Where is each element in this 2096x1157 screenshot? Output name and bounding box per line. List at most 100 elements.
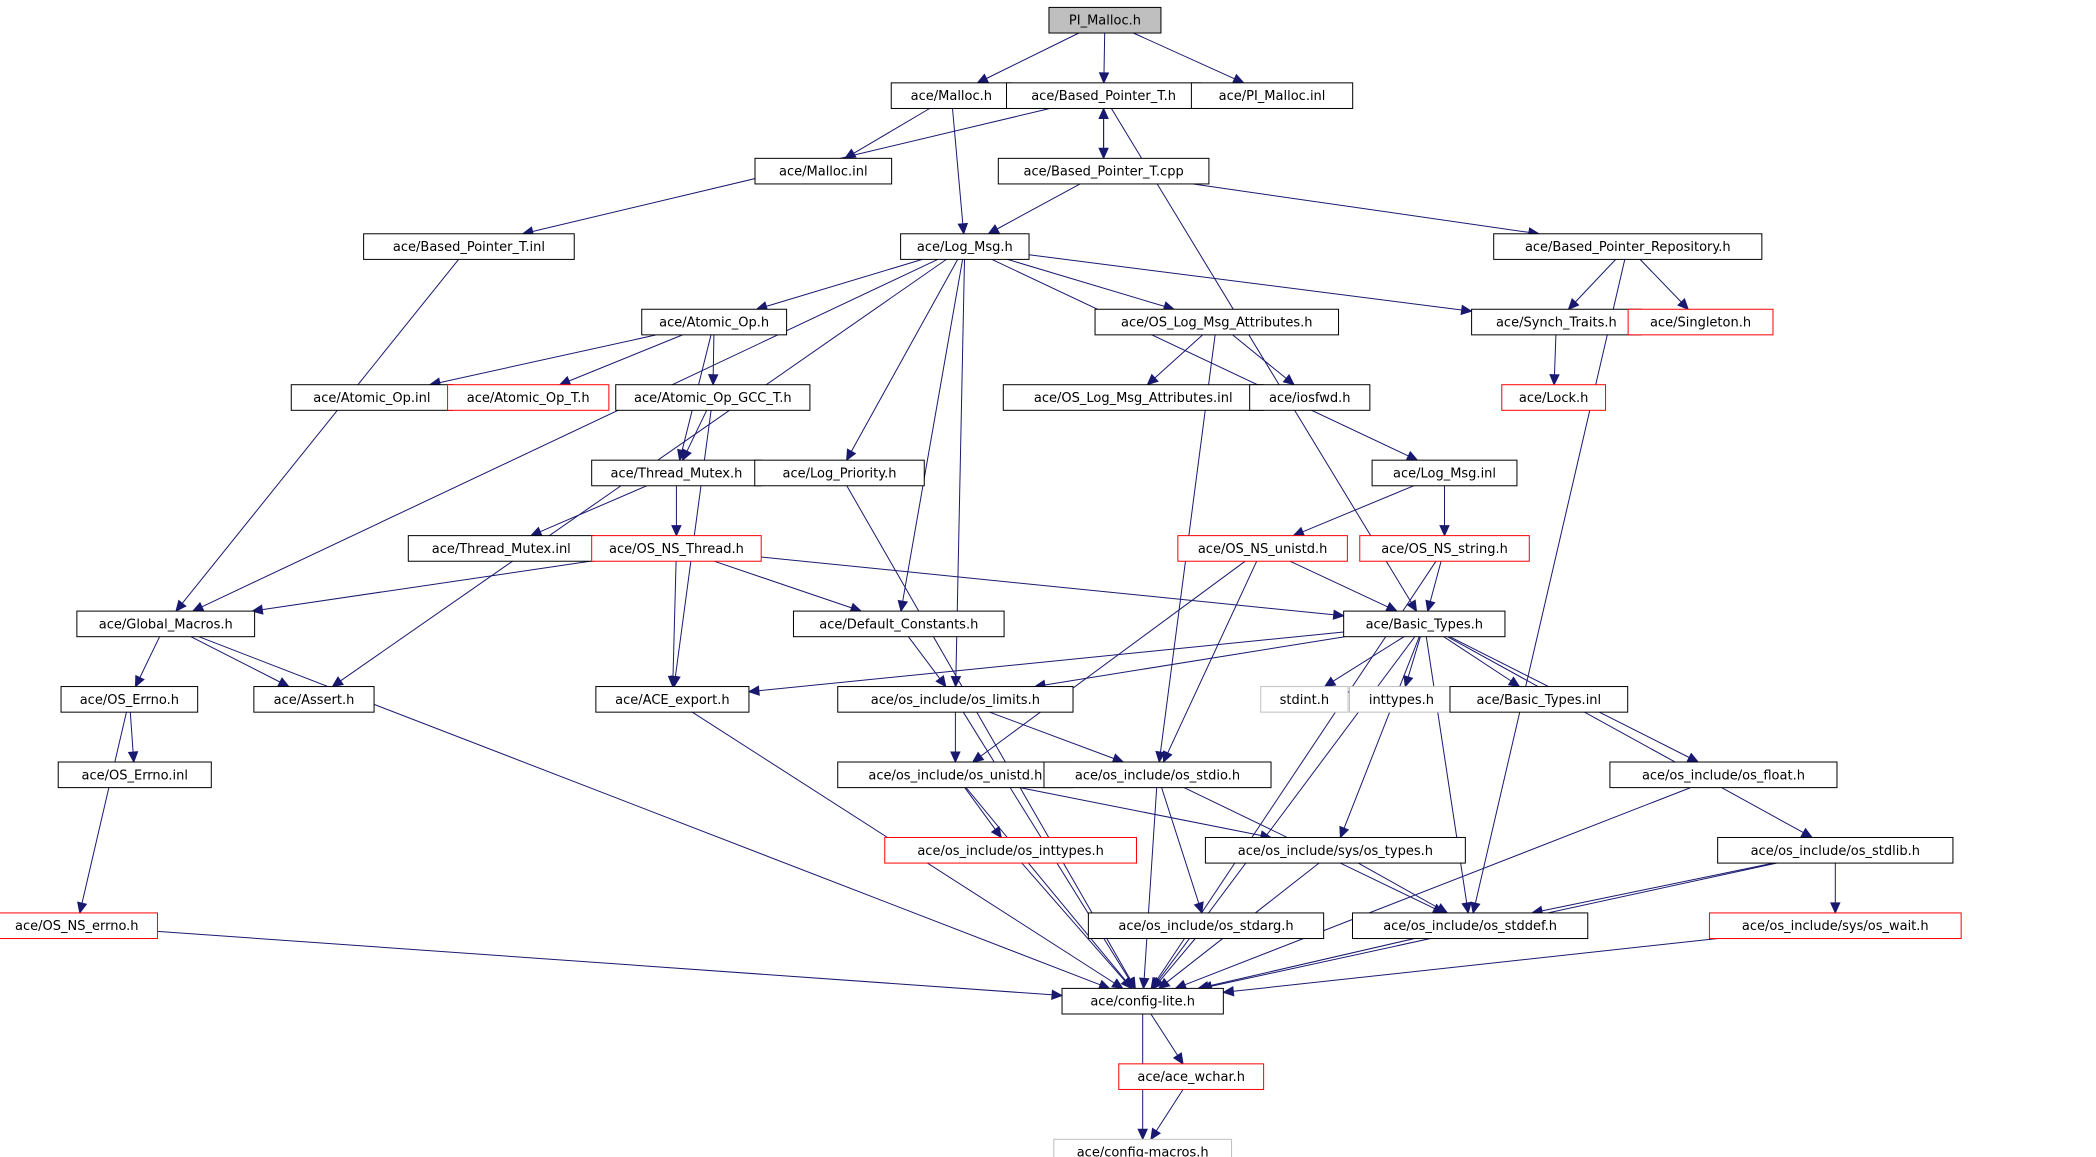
node-ace-log-msg-h[interactable]: ace/Log_Msg.h <box>900 233 1030 260</box>
node-inttypes-h[interactable]: inttypes.h <box>1349 686 1454 713</box>
node-ace-synch-traits-h[interactable]: ace/Synch_Traits.h <box>1471 308 1642 336</box>
node-box <box>407 535 595 562</box>
node-ace-assert-h[interactable]: ace/Assert.h <box>253 686 375 713</box>
edge-osstdlib-to-osstddef <box>1530 862 1774 916</box>
node-ace-config-macros-h[interactable]: ace/config-macros.h <box>1053 1138 1233 1157</box>
node-ace-basic-types-h[interactable]: ace/Basic_Types.h <box>1343 610 1506 638</box>
node-ace-default-constants-h[interactable]: ace/Default_Constants.h <box>792 610 1005 638</box>
edge-line <box>952 108 964 224</box>
node-label: ace/Based_Pointer_T.inl <box>393 240 545 255</box>
node-ace-os-include-os-stddef-h[interactable]: ace/os_include/os_stddef.h <box>1351 912 1589 940</box>
edge-line <box>996 183 1081 230</box>
arrowhead <box>935 675 947 688</box>
node-label: ace/OS_NS_string.h <box>1381 542 1508 557</box>
node-label: ace/Default_Constants.h <box>819 617 978 632</box>
arrowhead <box>1152 976 1165 990</box>
node-label: ace/Thread_Mutex.inl <box>432 542 571 557</box>
edge-oslimits-to-osstdio <box>989 711 1125 764</box>
edge-osstdio-to-configlite <box>1138 787 1158 990</box>
node-ace-based-pointer-repository-h[interactable]: ace/Based_Pointer_Repository.h <box>1493 233 1763 260</box>
arrowhead <box>957 222 969 236</box>
node-ace-based-pointer-t-inl[interactable]: ace/Based_Pointer_T.inl <box>363 233 575 260</box>
edge-bpt_cpp-to-bpt_h <box>1098 107 1109 159</box>
node-box <box>1627 308 1774 336</box>
node-ace-os-errno-h[interactable]: ace/OS_Errno.h <box>60 686 199 713</box>
node-ace-os-include-os-stdio-h[interactable]: ace/os_include/os_stdio.h <box>1043 761 1272 789</box>
edge-line <box>1159 938 1196 982</box>
node-ace-malloc-inl[interactable]: ace/Malloc.inl <box>754 157 893 185</box>
arrowhead <box>1111 753 1125 764</box>
edge-line <box>989 711 1114 759</box>
edge-osunistd-to-systypes <box>1019 787 1273 841</box>
node-label: stdint.h <box>1280 693 1329 708</box>
node-ace-os-include-os-float-h[interactable]: ace/os_include/os_float.h <box>1609 761 1838 789</box>
node-ace-os-include-os-inttypes-h[interactable]: ace/os_include/os_inttypes.h <box>884 836 1137 864</box>
node-box <box>1190 82 1354 109</box>
edge-osinttypes-to-configlite <box>1021 862 1133 990</box>
node-ace-os-include-os-limits-h[interactable]: ace/os_include/os_limits.h <box>837 686 1074 713</box>
node-ace-atomic-op-h[interactable]: ace/Atomic_Op.h <box>641 308 788 336</box>
node-ace-os-include-os-stdarg-h[interactable]: ace/os_include/os_stdarg.h <box>1087 912 1325 940</box>
node-ace-os-ns-unistd-h[interactable]: ace/OS_NS_unistd.h <box>1177 535 1348 562</box>
edge-configlite-to-acewchar <box>1150 1013 1184 1065</box>
edge-bprepo-to-singleton <box>1639 259 1690 311</box>
node-ace-iosfwd-h[interactable]: ace/iosfwd.h <box>1249 384 1371 411</box>
edge-line <box>1541 862 1774 912</box>
node-ace-os-log-msg-attributes-inl[interactable]: ace/OS_Log_Msg_Attributes.inl <box>1002 384 1264 411</box>
edge-osnsthread-to-aceexport <box>667 561 679 688</box>
node-ace-config-lite-h[interactable]: ace/config-lite.h <box>1061 987 1224 1015</box>
node-ace-based-pointer-t-h[interactable]: ace/Based_Pointer_T.h <box>1006 82 1202 109</box>
edge-osstdio-to-osstdarg <box>1161 787 1204 915</box>
node-ace-log-priority-h[interactable]: ace/Log_Priority.h <box>754 459 925 487</box>
node-label: ace/OS_NS_unistd.h <box>1198 542 1328 557</box>
node-ace-ace-export-h[interactable]: ace/ACE_export.h <box>595 686 750 713</box>
node-ace-global-macros-h[interactable]: ace/Global_Macros.h <box>76 610 256 638</box>
node-ace-basic-types-inl[interactable]: ace/Basic_Types.inl <box>1449 686 1629 713</box>
node-label: ace/os_include/os_inttypes.h <box>917 844 1104 859</box>
arrowhead <box>1439 525 1450 537</box>
arrowhead <box>1098 72 1110 85</box>
edge-line <box>568 334 683 382</box>
edge-line <box>201 258 938 608</box>
node-ace-ace-wchar-h[interactable]: ace/ace_wchar.h <box>1118 1063 1265 1090</box>
node-ace-os-include-os-stdlib-h[interactable]: ace/os_include/os_stdlib.h <box>1717 836 1954 864</box>
node-label: ace/ACE_export.h <box>615 693 729 708</box>
node-label: ace/Lock.h <box>1519 391 1589 406</box>
node-ace-os-errno-inl[interactable]: ace/OS_Errno.inl <box>57 761 212 789</box>
node-ace-log-msg-inl[interactable]: ace/Log_Msg.inl <box>1371 459 1518 487</box>
arrowhead <box>1800 827 1814 839</box>
arrowhead <box>331 676 344 688</box>
node-ace-os-include-sys-os-wait-h[interactable]: ace/os_include/sys/os_wait.h <box>1708 912 1962 940</box>
node-box <box>1349 686 1454 713</box>
edge-line <box>190 636 281 683</box>
node-ace-atomic-op-t-h[interactable]: ace/Atomic_Op_T.h <box>447 384 610 411</box>
node-ace-lock-h[interactable]: ace/Lock.h <box>1501 384 1607 411</box>
edge-layer <box>77 32 1841 1141</box>
edge-oslogattr-to-iosfwd <box>1232 334 1295 386</box>
node-ace-based-pointer-t-cpp[interactable]: ace/Based_Pointer_T.cpp <box>997 157 1210 185</box>
arrowhead <box>1051 989 1064 1001</box>
edge-line <box>1302 485 1414 533</box>
node-ace-thread-mutex-inl[interactable]: ace/Thread_Mutex.inl <box>407 535 595 562</box>
node-ace-os-ns-errno-h[interactable]: ace/OS_NS_errno.h <box>0 912 158 940</box>
node-ace-os-include-sys-os-types-h[interactable]: ace/os_include/sys/os_types.h <box>1204 836 1466 864</box>
node-stdint-h[interactable]: stdint.h <box>1260 686 1349 713</box>
node-ace-os-ns-thread-h[interactable]: ace/OS_NS_Thread.h <box>591 535 762 562</box>
arrowhead <box>976 73 990 84</box>
node-ace-atomic-op-gcc-t-h[interactable]: ace/Atomic_Op_GCC_T.h <box>615 384 811 411</box>
node-ace-singleton-h[interactable]: ace/Singleton.h <box>1627 308 1774 336</box>
node-box <box>754 459 925 487</box>
node-ace-os-log-msg-attributes-h[interactable]: ace/OS_Log_Msg_Attributes.h <box>1094 308 1340 336</box>
arrowhead <box>1162 750 1173 764</box>
node-ace-thread-mutex-h[interactable]: ace/Thread_Mutex.h <box>591 459 762 487</box>
node-label: ace/iosfwd.h <box>1269 391 1350 406</box>
node-ace-os-ns-string-h[interactable]: ace/OS_NS_string.h <box>1359 535 1530 562</box>
node-pi-malloc-h[interactable]: PI_Malloc.h <box>1048 6 1162 34</box>
node-ace-atomic-op-inl[interactable]: ace/Atomic_Op.inl <box>290 384 454 411</box>
node-label: ace/OS_NS_Thread.h <box>609 542 744 557</box>
node-ace-malloc-h[interactable]: ace/Malloc.h <box>890 82 1012 109</box>
node-ace-os-include-os-unistd-h[interactable]: ace/os_include/os_unistd.h <box>837 761 1074 789</box>
node-label: ace/OS_Errno.inl <box>82 768 188 783</box>
node-ace-pi-malloc-inl[interactable]: ace/PI_Malloc.inl <box>1190 82 1354 109</box>
node-box <box>1493 233 1763 260</box>
